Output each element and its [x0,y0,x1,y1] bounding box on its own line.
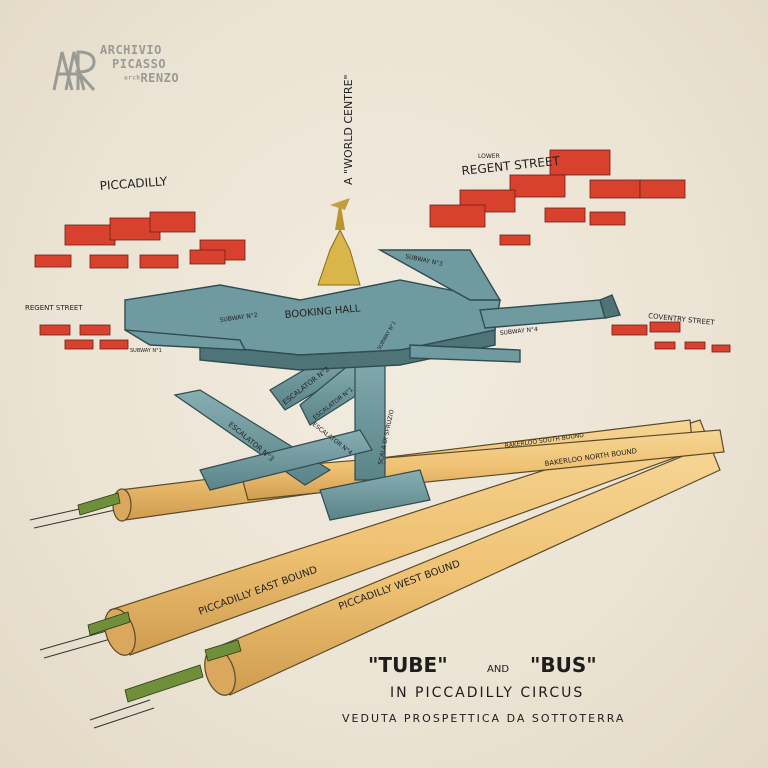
booking-hall [124,249,621,371]
piccadilly-label: PICCADILLY [99,174,168,193]
archive-monogram-icon [52,50,96,91]
caption-line-2: IN PICCADILLY CIRCUS [390,685,584,701]
logo-line-3-prefix: arch [124,74,141,82]
trains [77,492,242,703]
world-centre-label: A "WORLD CENTRE" [342,74,355,185]
logo-line-1: ARCHIVIO [100,43,162,57]
logo-line-2: PICASSO [112,57,167,71]
archive-logo: ARCHIVIO PICASSO archRENZO [48,40,204,96]
subway-4-label: SUBWAY N°4 [499,326,538,337]
lower-label: LOWER [478,153,500,160]
subway-left-label: SUBWAY N°1 [130,348,162,354]
regent-street-upper-label: REGENT STREET [461,154,561,178]
piccadilly-tubes [104,419,721,696]
caption-line-3: VEDUTA PROSPETTICA DA SOTTOTERRA [342,712,625,725]
logo-line-3: RENZO [140,71,180,85]
bus-fleet [34,149,731,353]
caption-and: AND [487,664,509,675]
caption-tube: "TUBE" [368,653,448,677]
caption-bus: "BUS" [530,653,597,677]
eros-statue [317,198,361,286]
caption: "TUBE" AND "BUS" IN PICCADILLY CIRCUS VE… [342,653,625,725]
regent-street-left-label: REGENT STREET [25,304,83,312]
